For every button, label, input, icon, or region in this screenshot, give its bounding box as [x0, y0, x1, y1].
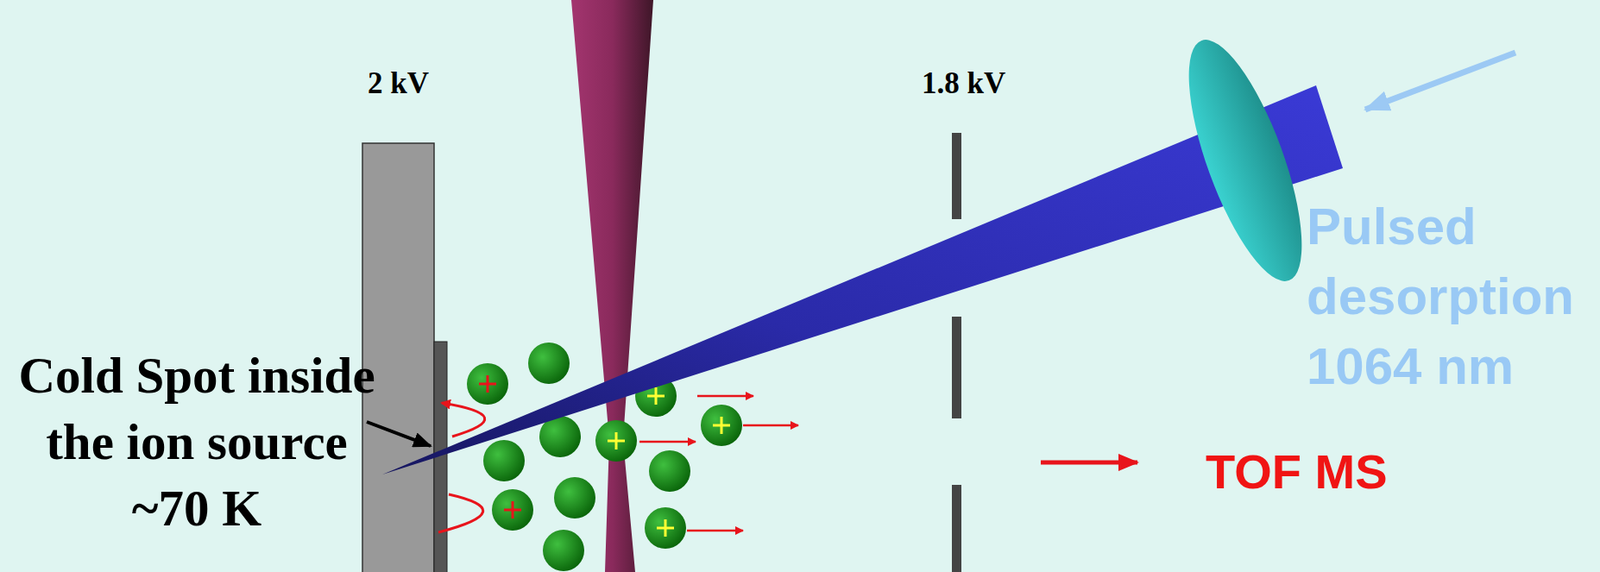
- charge-sign: [511, 501, 515, 519]
- molecule: [466, 363, 509, 405]
- charge-sign: [664, 519, 668, 537]
- molecule-ball: [554, 477, 596, 519]
- ion-arrow: [743, 424, 799, 428]
- molecule: [483, 440, 525, 482]
- molecule: [595, 420, 637, 462]
- grid-segment: [951, 132, 962, 220]
- ion-arrow: [697, 395, 754, 398]
- focusing-lens: [1165, 27, 1325, 294]
- voltage-label: 1.8 kV: [921, 67, 1006, 101]
- molecule-ball: [644, 507, 687, 549]
- molecule-ball: [528, 342, 570, 385]
- cold-spot-label: Cold Spot inside the ion source ~70 K: [1, 342, 392, 542]
- charge-sign: [486, 375, 490, 393]
- molecule-ball: [648, 450, 691, 492]
- molecule-ball: [700, 404, 743, 447]
- extraction-grid: [951, 132, 962, 572]
- desorption-curve: [438, 494, 484, 533]
- molecule: [491, 489, 534, 531]
- molecule: [700, 404, 743, 447]
- molecule: [528, 342, 570, 385]
- voltage-label: 2 kV: [367, 67, 429, 101]
- molecule-ball: [595, 420, 637, 462]
- laser-label: Pulsed desorption 1064 nm: [1306, 191, 1592, 402]
- ion-arrow: [639, 440, 696, 444]
- grid-segment: [951, 485, 962, 572]
- laser-arrow: [1365, 52, 1516, 110]
- molecule: [542, 529, 585, 572]
- desorption-laser: [382, 85, 1343, 475]
- molecule: [554, 477, 596, 519]
- ion-arrow: [686, 529, 744, 533]
- leader-arrow: [366, 422, 431, 447]
- molecule-ball: [466, 363, 509, 405]
- molecule-ball: [491, 489, 534, 531]
- molecule-ball: [483, 440, 525, 482]
- charge-sign: [720, 416, 724, 435]
- detector-label: TOF MS: [1205, 445, 1388, 499]
- charge-sign: [655, 387, 658, 405]
- molecule-ball: [542, 529, 585, 572]
- tof-arrow: [1040, 460, 1138, 466]
- desorption-curve: [441, 403, 486, 437]
- molecule: [648, 450, 691, 492]
- molecule: [644, 507, 687, 549]
- grid-segment: [951, 316, 962, 419]
- charge-sign: [615, 432, 618, 450]
